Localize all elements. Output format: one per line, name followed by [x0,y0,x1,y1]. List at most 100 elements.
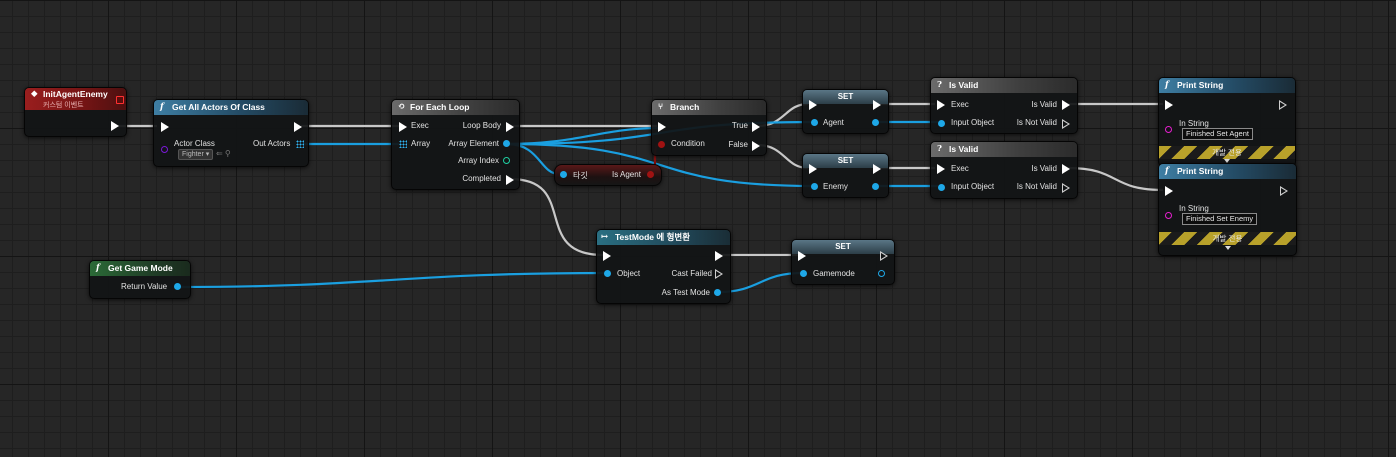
exec-in-pin[interactable] [1165,186,1173,196]
return-value-pin[interactable] [174,283,181,290]
get-game-mode-node[interactable]: f Get Game Mode Return Value [89,260,191,299]
gamemode-in-pin[interactable] [800,270,807,277]
object-pin[interactable] [604,270,611,277]
wire-object [506,142,815,188]
branch-node[interactable]: ⑂ Branch Condition True False [651,99,767,156]
is-not-valid-label: Is Not Valid [1016,118,1057,127]
input-object-label: Input Object [951,182,995,191]
exec-label: Exec [951,100,969,109]
is-not-valid-exec-pin[interactable] [1062,119,1070,129]
loop-body-exec-pin[interactable] [506,122,514,132]
node-title: Get All Actors Of Class [172,102,265,112]
arrow-icon[interactable]: ⇐ ⚲ [216,149,231,158]
target-label: 타깃 [573,171,588,180]
enemy-in-pin[interactable] [811,183,818,190]
exec-in-pin[interactable] [658,122,666,132]
exec-in-pin[interactable] [1165,100,1173,110]
true-exec-pin[interactable] [752,122,760,132]
actor-class-pin[interactable] [161,146,168,153]
in-string-pin[interactable] [1165,212,1172,219]
print-string-node-1[interactable]: f Print String In String Finished Set Ag… [1158,77,1296,167]
exec-out-pin[interactable] [294,122,302,132]
exec-out-pin[interactable] [1280,186,1288,196]
agent-in-pin[interactable] [811,119,818,126]
is-valid-exec-pin[interactable] [1062,100,1070,110]
false-exec-pin[interactable] [752,141,760,151]
set-header: SET [803,154,888,168]
delegate-pin[interactable] [116,96,124,104]
condition-pin[interactable] [658,141,665,148]
enemy-out-pin[interactable] [872,183,879,190]
set-agent-node[interactable]: SET Agent [802,89,889,134]
is-agent-tag-node[interactable]: 타깃 Is Agent [554,164,662,186]
node-title: Is Valid [949,80,979,90]
exec-out-pin[interactable] [715,251,723,261]
cast-failed-label: Cast Failed [671,269,712,278]
is-valid-exec-pin[interactable] [1062,164,1070,174]
out-actors-array-pin[interactable] [296,140,304,148]
exec-in-pin[interactable] [809,164,817,174]
return-value-label: Return Value [121,282,168,291]
as-test-mode-label: As Test Mode [661,288,710,297]
is-not-valid-exec-pin[interactable] [1062,183,1070,193]
event-title: InitAgentEnemy [43,89,108,99]
exec-out-pin[interactable] [873,164,881,174]
completed-label: Completed [462,174,501,183]
for-each-loop-node[interactable]: ⟲ For Each Loop Exec Array Loop Body Arr… [391,99,520,190]
exec-out-pin[interactable] [1279,100,1287,110]
input-object-pin[interactable] [938,184,945,191]
exec-out-pin[interactable] [880,251,888,261]
exec-in-pin[interactable] [809,100,817,110]
expand-arrow-icon[interactable] [1224,246,1231,250]
actor-class-dropdown[interactable]: Fighter ▾ [178,149,214,160]
node-title: For Each Loop [410,102,470,112]
cast-to-testmode-node[interactable]: ↦ TestMode 에 형변환 Object Cast Failed As T… [596,229,731,304]
exec-in-pin[interactable] [937,164,945,174]
array-label: Array [411,139,431,148]
exec-in-pin[interactable] [937,100,945,110]
cast-failed-exec-pin[interactable] [715,269,723,279]
exec-in-pin[interactable] [798,251,806,261]
event-header: ◆ InitAgentEnemy 커스텀 이벤트 [25,88,126,110]
array-element-pin[interactable] [503,140,510,147]
node-header: ↦ TestMode 에 형변환 [597,230,730,245]
node-header: ⟲ For Each Loop [392,100,519,115]
is-valid-node-1[interactable]: ? Is Valid Exec Input Object Is Valid Is… [930,77,1078,134]
is-valid-label: Is Valid [1031,164,1057,173]
get-all-actors-of-class-node[interactable]: f Get All Actors Of Class Actor Class Fi… [153,99,309,167]
input-object-pin[interactable] [938,120,945,127]
true-label: True [731,121,748,130]
array-index-pin[interactable] [503,157,510,164]
array-in-pin[interactable] [399,140,407,148]
init-agent-enemy-event-node[interactable]: ◆ InitAgentEnemy 커스텀 이벤트 [24,87,127,137]
as-test-mode-pin[interactable] [714,289,721,296]
exec-out-pin[interactable] [111,121,119,131]
exec-in-pin[interactable] [603,251,611,261]
expand-arrow-icon[interactable] [1224,159,1230,163]
exec-out-pin[interactable] [873,100,881,110]
gamemode-out-pin[interactable] [878,270,885,277]
print-string-node-2[interactable]: f Print String In String Finished Set En… [1158,163,1297,256]
target-pin[interactable] [560,171,567,178]
agent-out-pin[interactable] [872,119,879,126]
in-string-value-input[interactable]: Finished Set Agent [1182,128,1253,140]
set-gamemode-node[interactable]: SET Gamemode [791,239,895,285]
exec-in-pin[interactable] [161,122,169,132]
in-string-value-input[interactable]: Finished Set Enemy [1182,213,1258,225]
exec-label: Exec [411,121,429,130]
question-icon: ? [937,80,942,90]
is-agent-bool-pin[interactable] [647,171,654,178]
completed-exec-pin[interactable] [506,175,514,185]
wire-object [177,271,607,289]
out-actors-label: Out Actors [253,139,291,148]
in-string-pin[interactable] [1165,126,1172,133]
function-icon: f [160,102,164,112]
exec-in-pin[interactable] [399,122,407,132]
is-valid-node-2[interactable]: ? Is Valid Exec Input Object Is Valid Is… [930,141,1078,199]
node-title: Print String [1177,80,1224,90]
function-icon: f [1165,80,1169,90]
set-enemy-node[interactable]: SET Enemy [802,153,889,198]
event-subtitle: 커스텀 이벤트 [43,102,84,109]
set-header: SET [803,90,888,104]
event-diamond-icon: ◆ [31,89,38,99]
